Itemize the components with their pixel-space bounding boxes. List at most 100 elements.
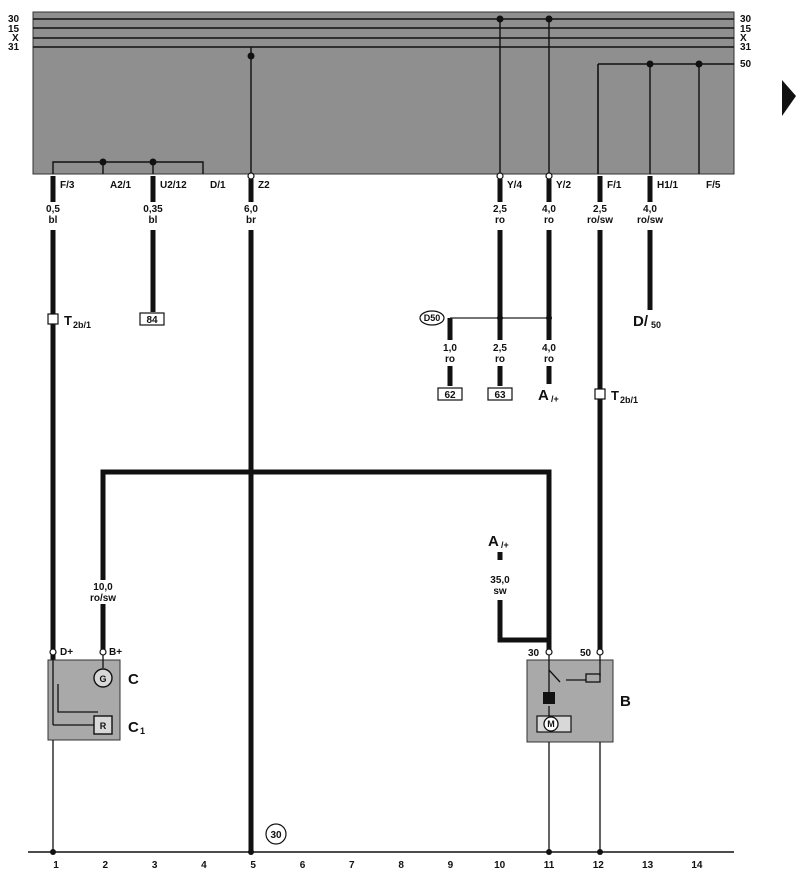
alternator-label-c1: C [128, 719, 139, 736]
connector-d50-label: D/ 50 [633, 313, 661, 330]
ref-62: 62 [444, 390, 456, 401]
pin-50-label: 50 [580, 648, 592, 659]
regulator-icon [93, 715, 113, 735]
svg-text:R: R [100, 721, 107, 731]
connector-a-plus-1: A /+ [538, 387, 559, 404]
wire-size: 2,5 [593, 204, 607, 215]
column-number: 9 [448, 860, 454, 871]
wire-color: ro [495, 215, 505, 226]
wire-size: 0,35 [143, 204, 163, 215]
ref-box-62 [437, 387, 463, 401]
column-number: 8 [398, 860, 404, 871]
svg-text:35,0: 35,0 [490, 575, 510, 586]
wire-color: ro/sw [637, 215, 663, 226]
column-number: 13 [642, 860, 654, 871]
svg-text:T: T [611, 388, 619, 403]
svg-text:10,0: 10,0 [93, 582, 113, 593]
svg-text:ro: ro [544, 354, 554, 365]
pin-50 [596, 648, 604, 656]
ref-box-84 [139, 312, 165, 326]
wire-size: 2,5 [493, 204, 507, 215]
motor-icon [543, 716, 559, 732]
wire-size: 6,0 [244, 204, 258, 215]
svg-text:4,0: 4,0 [542, 343, 556, 354]
ref-box-63 [487, 387, 513, 401]
wire-size: 4,0 [542, 204, 556, 215]
wire-size: 4,0 [643, 204, 657, 215]
starter-label-b: B [620, 693, 631, 710]
terminal-d1: D/1 [210, 180, 226, 191]
svg-text:/+: /+ [501, 540, 509, 550]
pin-dplus-label: D+ [60, 647, 73, 658]
svg-text:2b/1: 2b/1 [73, 320, 91, 330]
pin-bplus [99, 648, 107, 656]
terminal-f1: F/1 [607, 180, 622, 191]
ground-marker [265, 823, 287, 845]
bottom-nodes [50, 849, 603, 855]
alternator: D+ B+ G R C C 1 [47, 647, 145, 741]
rail-label-right-50: 50 [740, 59, 752, 70]
wire-specs-upper: 0,5 bl 0,35 bl 6,0 br 2,5 ro 4,0 ro 2,5 … [46, 204, 663, 226]
terminal-y4: Y/4 [507, 180, 522, 191]
d50-node-label: D50 [424, 313, 441, 323]
wire-color: bl [149, 215, 158, 226]
connector-a-plus-2: A /+ [488, 533, 509, 550]
column-number: 14 [691, 860, 703, 871]
starter: 30 50 M B [526, 648, 631, 743]
rail-label-left-x: X [12, 33, 19, 44]
svg-text:D/: D/ [633, 313, 649, 330]
rail-label-left-31: 31 [8, 42, 20, 53]
svg-text:2,5: 2,5 [493, 343, 507, 354]
svg-text:A: A [538, 387, 549, 404]
svg-text:2b/1: 2b/1 [620, 395, 638, 405]
pin-dplus [49, 648, 57, 656]
terminal-z2: Z2 [258, 180, 270, 191]
connector-t2b-left: T 2b/1 [47, 313, 91, 330]
rail-label-left-15: 15 [8, 24, 20, 35]
wire-bplus-loop [100, 469, 552, 652]
svg-text:50: 50 [651, 320, 661, 330]
panel-internal-wiring [52, 19, 700, 174]
column-number: 12 [593, 860, 605, 871]
ground-marker-label: 30 [270, 830, 282, 841]
rail-label-right-x: X [740, 33, 747, 44]
terminal-a2-1: A2/1 [110, 180, 132, 191]
column-number: 5 [250, 860, 256, 871]
column-number: 11 [544, 860, 555, 871]
wire-color: br [246, 215, 256, 226]
svg-text:A: A [488, 533, 499, 550]
rail-label-right-30: 30 [740, 14, 752, 25]
column-number: 7 [349, 860, 355, 871]
continuation-arrow-icon [782, 80, 796, 116]
svg-text:/+: /+ [551, 394, 559, 404]
d50-node [419, 310, 445, 326]
junction-dots-lower [497, 315, 552, 321]
generator-icon [93, 668, 113, 688]
column-number: 10 [494, 860, 506, 871]
terminal-f3: F/3 [60, 180, 75, 191]
svg-text:M: M [547, 719, 555, 729]
svg-text:ro: ro [495, 354, 505, 365]
wire-specs-lower: 1,0 ro 2,5 ro 4,0 ro 10,0 ro/sw 35,0 sw [90, 343, 556, 604]
panel-junction-dots [99, 15, 703, 166]
pin-30 [545, 648, 553, 656]
connector-t2b-right: T 2b/1 [594, 388, 638, 405]
svg-text:1,0: 1,0 [443, 343, 457, 354]
wires [50, 176, 653, 852]
pin-bplus-label: B+ [109, 647, 122, 658]
svg-text:ro: ro [445, 354, 455, 365]
column-number: 1 [53, 860, 59, 871]
alternator-label-c: C [128, 671, 139, 688]
svg-text:1: 1 [140, 726, 145, 736]
rail-label-left-30: 30 [8, 14, 20, 25]
column-number: 3 [152, 860, 158, 871]
column-number: 2 [103, 860, 109, 871]
rails [33, 18, 734, 174]
terminal-h1-1: H1/1 [657, 180, 679, 191]
ref-63: 63 [494, 390, 506, 401]
wire-color: ro/sw [587, 215, 613, 226]
svg-text:G: G [99, 674, 106, 684]
pin-30-label: 30 [528, 648, 540, 659]
